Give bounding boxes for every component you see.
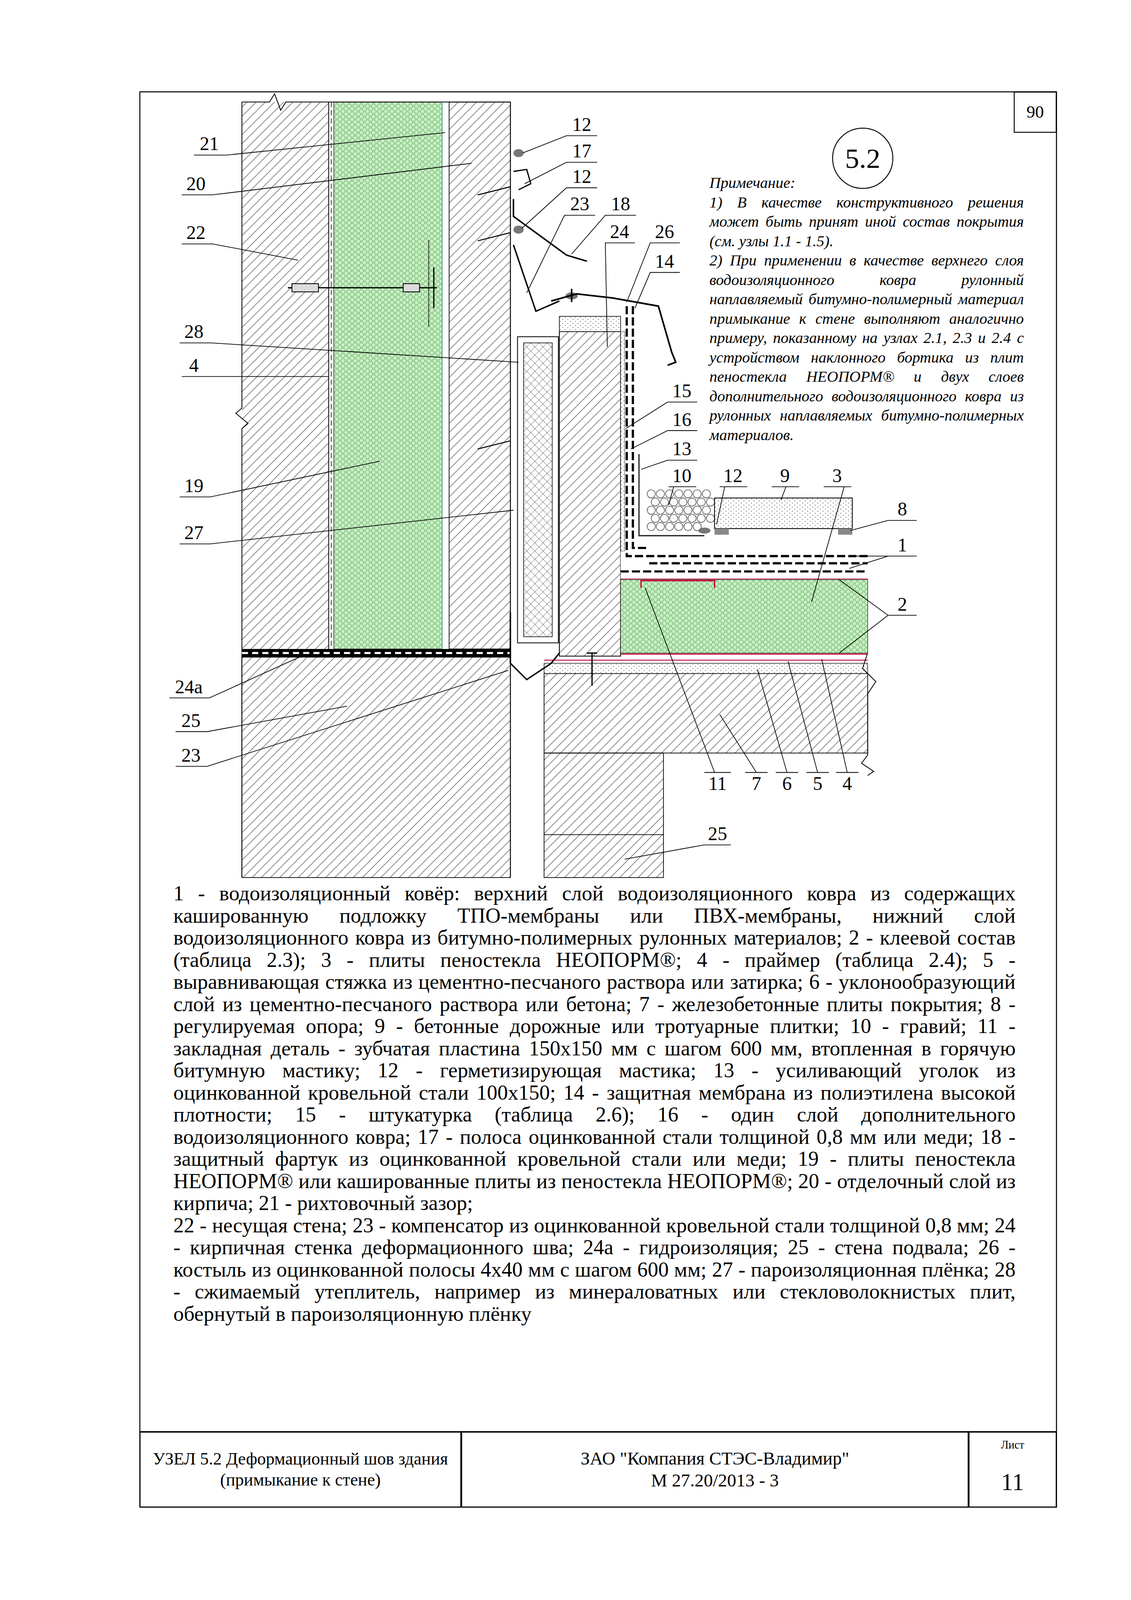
callout-number: 23 <box>181 745 201 766</box>
callout-number: 18 <box>610 194 631 214</box>
sheet-cell: Лист11 <box>968 1432 1057 1508</box>
callout-number: 12 <box>723 466 743 486</box>
node-text: 90 <box>1026 101 1044 123</box>
company-cell: ЗАО "Компания СТЭС-Владимир"М 27.20/2013… <box>461 1432 969 1508</box>
callout-number: 23 <box>570 194 590 214</box>
callout-number: 17 <box>572 141 592 161</box>
key-text: 1 - водоизоляционный ковёр: верхний слой… <box>173 882 1016 1215</box>
node-subtext: М 27.20/2013 - 3 <box>651 1469 779 1492</box>
node-subtext: 11 <box>969 1457 1056 1507</box>
sheet-number-box: 90 <box>1013 91 1057 133</box>
callout-number: 21 <box>199 134 219 154</box>
callout-number: 24а <box>175 677 204 697</box>
node-text: ЗАО "Компания СТЭС-Владимир" <box>580 1448 850 1470</box>
node-text: УЗЕЛ 5.2 Деформационный шов здания (прим… <box>146 1448 454 1491</box>
callout-number: 8 <box>897 499 907 519</box>
callout-number: 24 <box>609 222 630 242</box>
callout-number: 28 <box>184 322 204 342</box>
callout-number: 10 <box>672 466 692 486</box>
callout-number: 14 <box>655 251 675 272</box>
callout-number: 9 <box>780 466 790 486</box>
callout-number: 3 <box>832 466 842 486</box>
callout-number: 6 <box>782 774 793 794</box>
node-text: 5.2 <box>844 141 881 176</box>
note-block: Примечание:1) В качестве конструктивного… <box>709 173 1024 445</box>
callout-number: 13 <box>672 439 692 459</box>
callout-number: 19 <box>184 476 204 496</box>
callout-number: 22 <box>186 223 206 243</box>
callout-number: 11 <box>708 774 727 794</box>
callout-number: 5 <box>813 774 823 794</box>
detail-circle: 5.2 <box>832 127 894 189</box>
note-text: 1) В качестве конструктивного решения мо… <box>709 192 1024 252</box>
callout-number: 15 <box>672 381 692 401</box>
key-text: 22 - несущая стена; 23 - компенсатор из … <box>173 1214 1016 1326</box>
note-text: 2) При применении в качестве верхнего сл… <box>709 250 1024 445</box>
callout-number: 16 <box>672 410 692 430</box>
node-text: Лист <box>969 1433 1056 1458</box>
callout-number: 12 <box>572 166 592 187</box>
callout-number: 1 <box>897 535 907 555</box>
key-block: 1 - водоизоляционный ковёр: верхний слой… <box>173 882 1016 1326</box>
callout-number: 26 <box>655 222 675 242</box>
callout-number: 20 <box>186 174 206 194</box>
title-cell: УЗЕЛ 5.2 Деформационный шов здания (прим… <box>139 1432 462 1508</box>
callout-number: 4 <box>189 355 199 376</box>
callout-number: 25 <box>181 711 201 731</box>
callout-number: 4 <box>842 774 853 794</box>
callout-number: 27 <box>184 523 204 543</box>
callout-number: 25 <box>708 824 728 844</box>
callout-number: 7 <box>751 774 761 794</box>
note-heading: Примечание: <box>709 173 1024 193</box>
callout-number: 2 <box>897 594 907 615</box>
callout-number: 12 <box>572 114 592 135</box>
